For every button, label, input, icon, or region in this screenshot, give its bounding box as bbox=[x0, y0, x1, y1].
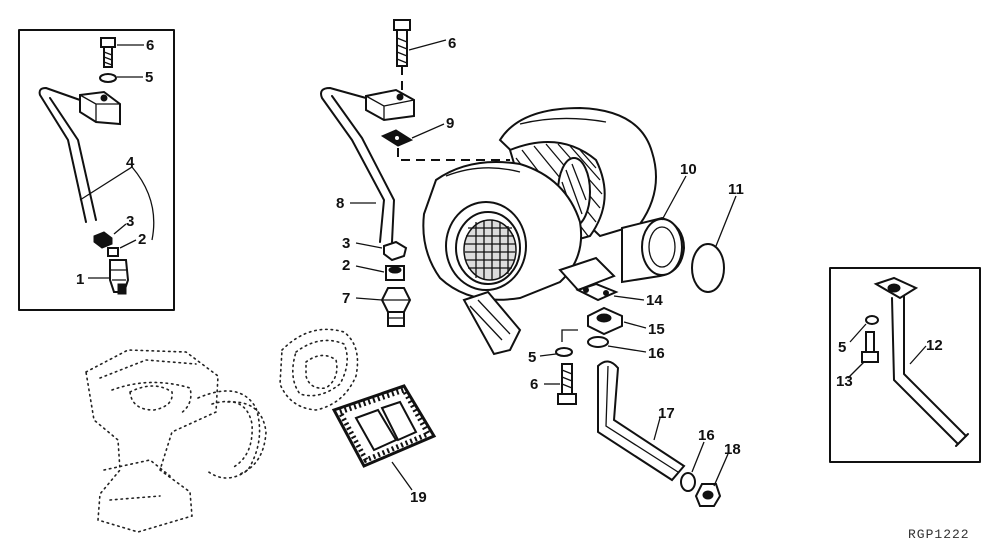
right-inset-frame bbox=[829, 267, 981, 463]
callout-6-left: 6 bbox=[146, 37, 154, 54]
callout-1-left: 1 bbox=[76, 271, 84, 288]
main-oil-line bbox=[320, 87, 395, 243]
callout-6-top: 6 bbox=[448, 35, 456, 52]
callout-16-lower: 16 bbox=[698, 427, 715, 444]
main-flange-block bbox=[365, 88, 415, 122]
callout-3-main: 3 bbox=[342, 235, 350, 252]
callout-4-left: 4 bbox=[126, 154, 135, 171]
callout-8: 8 bbox=[336, 195, 344, 212]
main-nut bbox=[383, 240, 408, 262]
drain-flange bbox=[587, 306, 623, 336]
inset-nut bbox=[93, 231, 113, 249]
callout-16-upper: 16 bbox=[648, 345, 665, 362]
inset-washer bbox=[99, 73, 117, 83]
callout-3-left: 3 bbox=[126, 213, 134, 230]
drain-tube bbox=[597, 360, 686, 482]
figure-code: RGP1222 bbox=[908, 527, 970, 542]
main-sleeve bbox=[385, 265, 405, 281]
callout-9: 9 bbox=[446, 115, 454, 132]
inset-sleeve bbox=[107, 247, 119, 257]
inset-fitting bbox=[109, 259, 130, 295]
callout-11: 11 bbox=[728, 181, 744, 198]
drain-bolt bbox=[557, 363, 577, 405]
inset-bolt-right bbox=[861, 331, 879, 363]
callout-2-main: 2 bbox=[342, 257, 350, 274]
callout-15: 15 bbox=[648, 321, 665, 338]
inset-drain-tube bbox=[873, 276, 969, 447]
callout-13-right: 13 bbox=[836, 373, 853, 390]
inset-washer-right bbox=[865, 315, 879, 325]
callout-12-right: 12 bbox=[926, 337, 943, 354]
drain-gasket bbox=[575, 282, 619, 302]
exhaust-manifold-phantom bbox=[85, 349, 267, 533]
callout-14: 14 bbox=[646, 292, 663, 309]
main-bolt bbox=[393, 19, 411, 67]
manifold-gasket bbox=[331, 384, 437, 468]
callout-5-left: 5 bbox=[145, 69, 153, 86]
drain-washer bbox=[555, 347, 573, 357]
turbo-phantom bbox=[279, 328, 359, 411]
drain-o-ring bbox=[587, 336, 609, 348]
callout-19: 19 bbox=[410, 489, 427, 506]
callout-17: 17 bbox=[658, 405, 675, 422]
inset-oil-line bbox=[38, 87, 121, 223]
callout-5-right: 5 bbox=[838, 339, 846, 356]
main-fitting bbox=[380, 287, 412, 327]
tube-o-ring bbox=[680, 472, 696, 492]
tube-fitting bbox=[694, 483, 722, 507]
callout-2-left: 2 bbox=[138, 231, 146, 248]
callout-10: 10 bbox=[680, 161, 697, 178]
callout-5-main: 5 bbox=[528, 349, 536, 366]
main-o-ring bbox=[691, 243, 725, 293]
inset-bolt bbox=[100, 37, 116, 68]
callout-7: 7 bbox=[342, 290, 350, 307]
main-gasket bbox=[380, 129, 414, 147]
turbocharger bbox=[422, 106, 686, 356]
callout-18: 18 bbox=[724, 441, 741, 458]
callout-6-main: 6 bbox=[530, 376, 538, 393]
left-inset-frame bbox=[18, 29, 175, 311]
